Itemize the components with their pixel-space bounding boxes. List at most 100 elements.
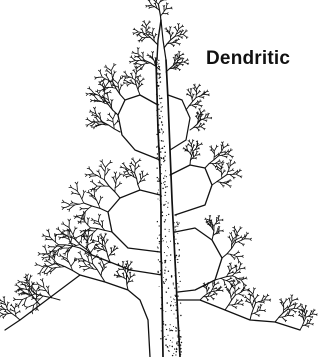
tributary-segment [77,182,78,184]
tributary-segment [242,304,243,305]
tributary-segment [149,7,150,8]
tributary-segment [291,301,292,304]
tributary-segment [121,166,122,167]
tributary-segment [212,236,213,241]
tributary-segment [56,242,59,245]
alluvium-dot [172,355,173,356]
alluvium-dot [159,63,160,64]
alluvium-dot [159,77,160,78]
alluvium-dot [161,330,162,331]
tributary-segment [16,305,18,306]
alluvium-dot [172,338,173,339]
tributary-segment [38,253,40,254]
alluvium-dot [157,246,158,247]
tributary-segment [22,304,24,305]
tributary-segment [175,69,176,70]
tributary-segment [226,157,227,158]
tributary-segment [167,3,168,4]
alluvium-dot [161,107,162,108]
alluvium-dot [156,146,157,147]
alluvium-dot [159,241,161,243]
tributary-segment [114,72,116,73]
tributary-segment [316,315,317,316]
alluvium-dot [176,318,177,319]
tributary-segment [117,276,118,277]
tributary-segment [154,0,156,2]
alluvium-dot [164,195,165,196]
tributary-segment [254,288,255,289]
tributary-segment [136,85,138,90]
tributary-segment [123,82,124,83]
tributary-segment [179,23,180,24]
tributary-segment [102,269,103,273]
tributary-segment [129,174,132,175]
tributary-segment [205,164,209,168]
alluvium-dot [161,97,163,99]
alluvium-dot [159,243,160,244]
tributary-segment [204,129,205,130]
tributary-segment [129,83,132,84]
alluvium-dot [158,190,159,191]
alluvium-dot [159,286,160,287]
tributary-segment [251,303,252,306]
alluvium-dot [159,88,160,89]
tributary-segment [46,238,47,239]
tributary-segment [182,65,183,66]
tributary-segment [79,203,83,204]
tributary-segment [184,148,185,149]
alluvium-dot [159,74,160,75]
alluvium-dot [156,168,157,169]
alluvium-dot [167,207,168,208]
pattern-label: Dendritic [206,48,290,70]
tributary-segment [127,269,128,272]
tributary-segment [237,269,239,271]
tributary-segment [43,234,44,236]
tributary-segment [109,186,115,192]
tributary-segment [122,76,123,77]
tributary-segment [1,302,2,303]
main-channel-right-bank [166,60,180,357]
tributary-segment [114,255,115,256]
alluvium-dot [159,235,160,236]
alluvium-dot [166,329,167,330]
alluvium-dot [161,148,162,149]
tributary-segment [126,264,127,265]
tributary-segment [4,297,5,298]
alluvium-dot [163,161,164,162]
alluvium-dot [159,129,160,130]
alluvium-dot [159,95,160,96]
tributary-segment [200,124,201,125]
tributary-segment [100,70,101,72]
tributary-segment [154,60,155,63]
tributary-segment [84,203,92,206]
tributary-segment [128,266,129,269]
alluvium-dot [167,335,168,336]
alluvium-dot [158,272,159,273]
alluvium-dot [161,158,162,159]
tributary-segment [72,192,74,194]
tributary-segment [224,284,225,285]
alluvium-dot [159,98,160,99]
tributary-segment [263,302,264,303]
tributary-segment [80,195,82,199]
tributary-segment [75,204,79,205]
tributary-segment [116,180,117,184]
alluvium-dot [166,302,168,304]
alluvium-dot [177,226,178,227]
tributary-segment [102,220,103,222]
tributary-segment [253,303,255,309]
tributary-segment [103,79,104,81]
tributary-segment [18,280,20,282]
tributary-segment [235,294,238,295]
tributary-segment [54,262,55,264]
alluvium-dot [164,221,166,223]
tributary-segment [171,8,173,9]
headwater-channel [157,20,161,60]
alluvium-dot [162,116,163,117]
alluvium-dot [165,324,167,326]
tributary-segment [78,221,80,222]
tributary-segment [140,174,141,175]
tributary-segment [242,256,244,257]
alluvium-dot [161,140,163,142]
tributary-segment [0,309,2,310]
